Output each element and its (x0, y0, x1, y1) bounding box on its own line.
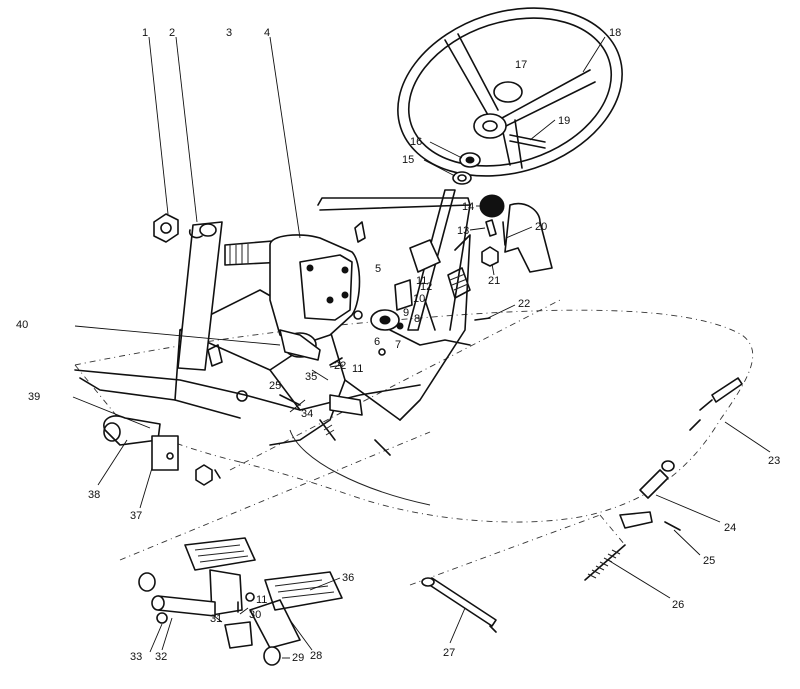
callout-23: 23 (768, 455, 780, 467)
leader-lines (72, 36, 771, 659)
hood-outline (74, 299, 754, 586)
callout-1: 1 (142, 27, 148, 39)
callout-22-linkage: 22 (334, 360, 346, 372)
steering-wheel (397, 7, 623, 177)
callout-27: 27 (443, 647, 455, 659)
callout-2: 2 (169, 27, 175, 39)
callout-10: 10 (413, 293, 425, 305)
callout-30: 30 (249, 609, 261, 621)
callout-labels: 1 2 3 4 5 6 7 8 9 10 11 11 11 12 13 14 1… (16, 27, 780, 664)
callout-9: 9 (403, 307, 409, 319)
callout-37: 37 (130, 510, 142, 522)
callout-33: 33 (130, 651, 142, 663)
throttle-control (353, 239, 491, 356)
callout-8: 8 (414, 313, 420, 325)
callout-11-pedal: 11 (256, 594, 267, 606)
callout-3: 3 (226, 27, 232, 39)
callout-19: 19 (558, 115, 570, 127)
callout-32: 32 (155, 651, 167, 663)
steering-column (177, 221, 223, 371)
callout-6: 6 (374, 336, 380, 348)
callout-36: 36 (342, 572, 354, 584)
long-pin (421, 577, 497, 633)
callout-38: 38 (88, 489, 100, 501)
callout-35: 35 (305, 371, 317, 383)
callout-31: 31 (210, 613, 222, 625)
callout-5: 5 (375, 263, 381, 275)
drag-link (103, 357, 391, 486)
callout-34: 34 (301, 408, 313, 420)
callout-16: 16 (410, 136, 422, 148)
callout-24: 24 (724, 522, 736, 534)
upper-shaft (407, 152, 481, 331)
rear-linkage (584, 377, 743, 581)
callout-39: 39 (28, 391, 40, 403)
pedal-assembly (138, 537, 343, 666)
callout-25-linkage: 25 (269, 380, 281, 392)
callout-28: 28 (310, 650, 322, 662)
callout-18: 18 (609, 27, 621, 39)
nut-1 (153, 213, 179, 243)
callout-26: 26 (672, 599, 684, 611)
callout-29: 29 (292, 652, 304, 664)
callout-15: 15 (402, 154, 414, 166)
callout-11-throttle: 11 (416, 275, 427, 287)
callout-4: 4 (264, 27, 270, 39)
callout-7: 7 (395, 339, 401, 351)
callout-13: 13 (457, 225, 469, 237)
callout-22-throttle: 22 (518, 298, 530, 310)
callout-40: 40 (16, 319, 28, 331)
steering-gear-box (224, 221, 366, 361)
callout-20: 20 (535, 221, 547, 233)
callout-14: 14 (462, 201, 474, 213)
callout-12: 12 (420, 281, 432, 293)
callout-11-linkage: 11 (352, 363, 363, 375)
callout-17: 17 (515, 59, 527, 71)
callout-25-rear: 25 (703, 555, 715, 567)
callout-21: 21 (488, 275, 500, 287)
